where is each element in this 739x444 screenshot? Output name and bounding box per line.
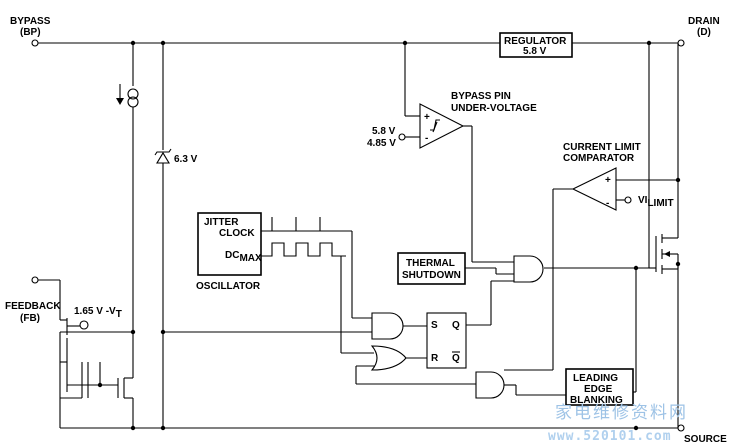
zener-voltage: 6.3 V <box>174 154 198 165</box>
current-limit-comparator-icon <box>571 167 617 211</box>
feedback-ref: 1.65 V -VT <box>74 306 122 320</box>
latch-q: Q <box>452 320 460 331</box>
oscillator-box <box>197 212 262 276</box>
cl-label-1: CURRENT LIMIT <box>563 142 641 153</box>
uv-plus: + <box>424 112 430 123</box>
and-gate-set-icon <box>371 312 404 340</box>
osc-jitter: JITTER <box>204 217 239 228</box>
clock-waveform <box>266 217 340 232</box>
sr-latch-icon <box>426 312 467 369</box>
latch-s: S <box>431 320 438 331</box>
uv-threshold-high: 5.8 V <box>372 126 396 137</box>
drain-pin-icon <box>677 39 685 47</box>
latch-qbar: Q <box>452 353 460 364</box>
zener-diode-icon <box>156 151 170 164</box>
source-pin-icon <box>677 424 685 432</box>
and-gate-leb-icon <box>475 371 505 399</box>
regulator-label: REGULATOR <box>504 36 567 47</box>
osc-dc: DCMAX <box>225 250 262 264</box>
cl-ref: VILIMIT <box>638 195 674 209</box>
cl-label-2: COMPARATOR <box>563 153 635 164</box>
feedback-current-source-icon <box>79 320 89 330</box>
current-source-icon <box>127 88 139 100</box>
mosfet-icon <box>655 234 679 274</box>
uv-label-1: BYPASS PIN <box>451 91 511 102</box>
regulator-voltage: 5.8 V <box>523 46 547 57</box>
feedback-pin-abbr: (FB) <box>20 313 40 324</box>
bypass-pin-icon <box>31 39 39 47</box>
cl-plus: + <box>605 175 611 186</box>
osc-clock: CLOCK <box>219 228 255 239</box>
regulator-box <box>499 32 573 58</box>
latch-r: R <box>431 353 439 364</box>
uv-minus: - <box>425 133 428 144</box>
feedback-pin-label: FEEDBACK <box>5 301 61 312</box>
drain-pin-label: DRAIN <box>688 16 720 27</box>
watermark-url: www.520101.com <box>548 429 672 444</box>
drain-pin-abbr: (D) <box>697 27 711 38</box>
bypass-pin-label: BYPASS <box>10 16 51 27</box>
osc-label: OSCILLATOR <box>196 281 261 292</box>
uv-threshold-low: 4.85 V <box>367 138 396 149</box>
thermal-label-1: THERMAL <box>406 258 455 269</box>
cl-minus: - <box>606 198 609 209</box>
bypass-pin-abbr: (BP) <box>20 27 41 38</box>
or-gate-icon <box>370 345 407 371</box>
watermark-chinese: 家电维修资料网 <box>555 403 688 423</box>
feedback-pin-icon <box>31 276 39 284</box>
dcmax-waveform <box>261 242 346 257</box>
bypass-uv-comparator-icon <box>419 103 465 149</box>
leb-label-1: LEADING <box>573 373 618 384</box>
leb-label-2: EDGE <box>584 384 613 395</box>
and-gate-icon <box>513 255 544 283</box>
uv-label-2: UNDER-VOLTAGE <box>451 103 537 114</box>
thermal-label-2: SHUTDOWN <box>402 270 461 281</box>
leb-box <box>565 368 634 406</box>
source-pin-label: SOURCE <box>684 434 727 444</box>
leb-label-3: BLANKING <box>570 395 623 406</box>
